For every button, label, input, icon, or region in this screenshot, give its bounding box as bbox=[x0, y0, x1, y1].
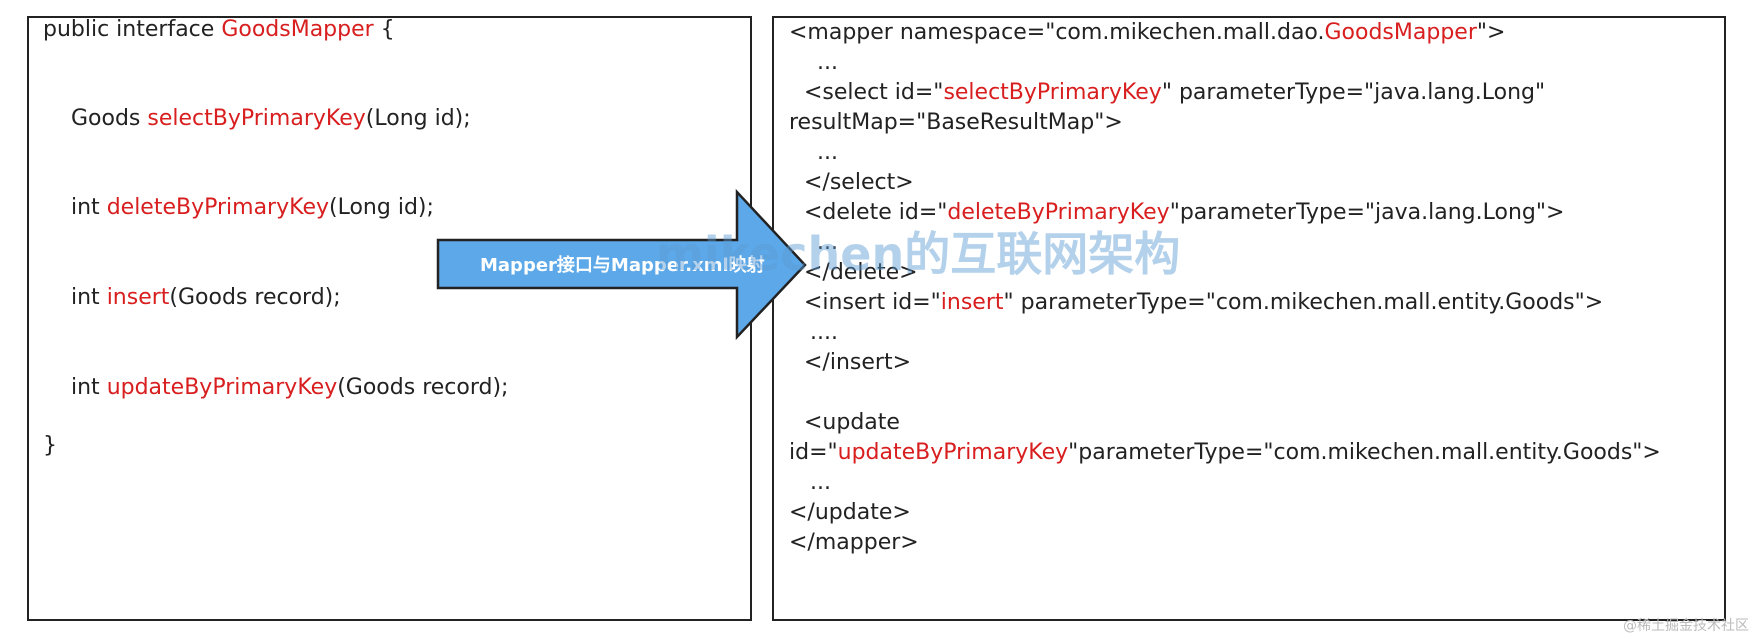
xml-line: <select id="selectByPrimaryKey" paramete… bbox=[804, 78, 1545, 108]
statement-id: deleteByPrimaryKey bbox=[947, 200, 1170, 225]
xml-line: ... bbox=[817, 230, 838, 255]
closing-brace: } bbox=[43, 433, 57, 458]
code-text: id=" bbox=[789, 440, 838, 465]
code-text: <select id=" bbox=[804, 80, 944, 105]
footer-credit: @稀土掘金技术社区 bbox=[1623, 618, 1749, 634]
interface-code-panel: public interface GoodsMapper { Goods sel… bbox=[27, 16, 752, 621]
code-text: int bbox=[71, 195, 107, 220]
xml-line: </mapper> bbox=[789, 530, 919, 555]
xml-line: <insert id="insert" parameterType="com.m… bbox=[804, 288, 1603, 318]
code-text: { bbox=[373, 17, 395, 42]
statement-id: updateByPrimaryKey bbox=[837, 440, 1069, 465]
insert-method-line: int insert(Goods record); bbox=[71, 283, 341, 313]
update-method-line: int updateByPrimaryKey(Goods record); bbox=[71, 373, 508, 403]
code-text: " parameterType="com.mikechen.mall.entit… bbox=[1003, 290, 1604, 315]
xml-line: </delete> bbox=[804, 260, 918, 285]
xml-mapper-panel: <mapper namespace="com.mikechen.mall.dao… bbox=[772, 16, 1726, 621]
delete-method-line: int deleteByPrimaryKey(Long id); bbox=[71, 193, 434, 223]
method-name: deleteByPrimaryKey bbox=[106, 195, 330, 220]
xml-line: </update> bbox=[789, 500, 911, 525]
statement-id: insert bbox=[940, 290, 1004, 315]
interface-name: GoodsMapper bbox=[221, 17, 374, 42]
interface-declaration-line: public interface GoodsMapper { bbox=[43, 15, 395, 45]
method-name: selectByPrimaryKey bbox=[147, 106, 366, 131]
xml-line: id="updateByPrimaryKey"parameterType="co… bbox=[789, 438, 1661, 468]
code-text: Goods bbox=[71, 106, 148, 131]
xml-line: <update bbox=[804, 410, 900, 435]
code-text: (Long id); bbox=[329, 195, 434, 220]
code-text: int bbox=[71, 285, 107, 310]
xml-line: ... bbox=[810, 470, 831, 495]
xml-line: <mapper namespace="com.mikechen.mall.dao… bbox=[789, 18, 1505, 48]
code-text: <insert id=" bbox=[804, 290, 941, 315]
select-method-line: Goods selectByPrimaryKey(Long id); bbox=[71, 104, 471, 134]
code-text: (Goods record); bbox=[337, 375, 509, 400]
xml-line: resultMap="BaseResultMap"> bbox=[789, 110, 1123, 135]
xml-line: ... bbox=[817, 50, 838, 75]
xml-line: </select> bbox=[804, 170, 914, 195]
code-text: " parameterType="java.lang.Long" bbox=[1161, 80, 1546, 105]
code-text: (Long id); bbox=[365, 106, 471, 131]
method-name: insert bbox=[106, 285, 170, 310]
xml-line: .... bbox=[810, 320, 838, 345]
code-text: <delete id=" bbox=[804, 200, 948, 225]
code-text: <mapper namespace="com.mikechen.mall.dao… bbox=[789, 20, 1325, 45]
code-text: "parameterType="com.mikechen.mall.entity… bbox=[1068, 440, 1661, 465]
code-text: int bbox=[71, 375, 107, 400]
code-text: "> bbox=[1476, 20, 1506, 45]
method-name: updateByPrimaryKey bbox=[106, 375, 338, 400]
xml-line: <delete id="deleteByPrimaryKey"parameter… bbox=[804, 198, 1564, 228]
code-text: public interface bbox=[43, 17, 222, 42]
xml-line: ... bbox=[817, 140, 838, 165]
statement-id: selectByPrimaryKey bbox=[943, 80, 1162, 105]
namespace-name: GoodsMapper bbox=[1324, 20, 1477, 45]
watermark: mikechen的互联网架构 bbox=[656, 227, 1181, 281]
code-text: (Goods record); bbox=[169, 285, 341, 310]
xml-line: </insert> bbox=[804, 350, 912, 375]
code-text: "parameterType="java.lang.Long"> bbox=[1169, 200, 1565, 225]
